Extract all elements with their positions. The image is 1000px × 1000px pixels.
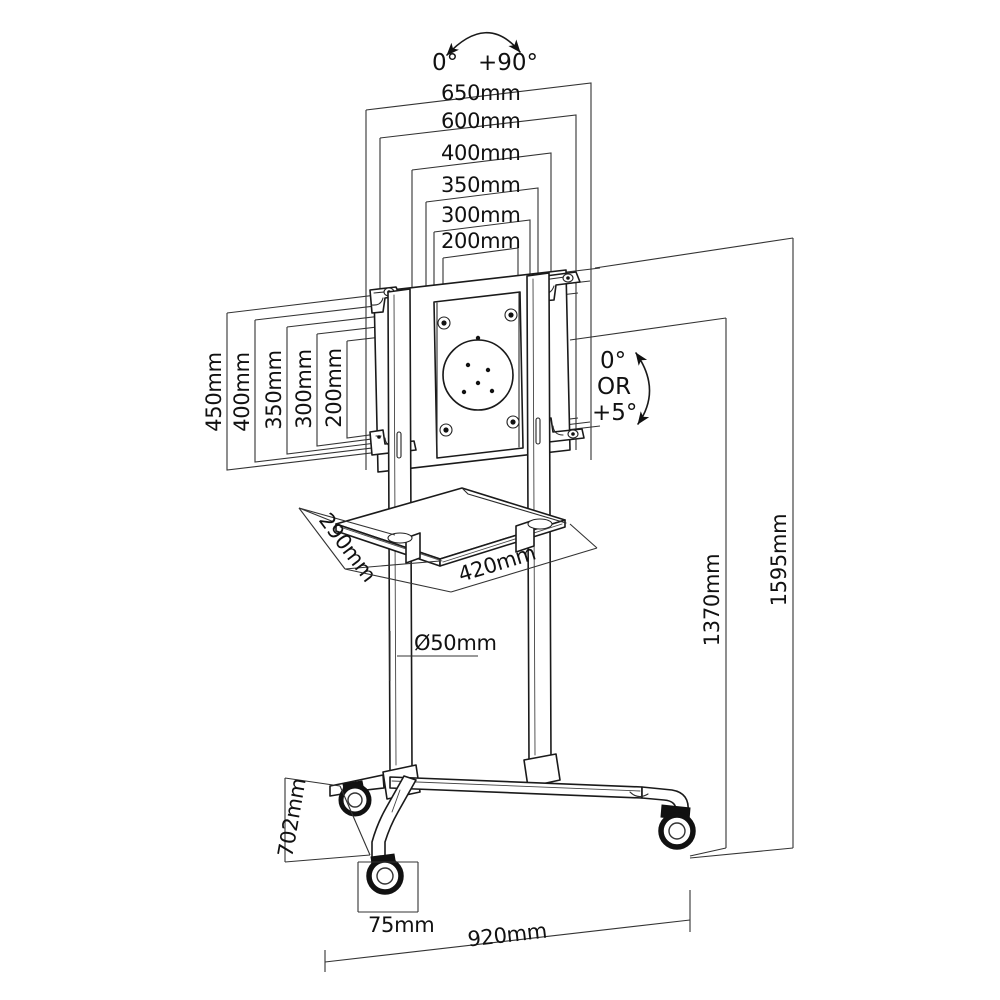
dim-label-height-1370: 1370mm	[700, 554, 724, 647]
vesa-h-label-200: 200mm	[441, 229, 521, 253]
vesa-h-bracket-600	[379, 114, 577, 450]
boss-hole-2	[485, 367, 491, 373]
dim-290-left	[298, 507, 346, 570]
rotation-end-label: +90°	[478, 50, 538, 76]
bracket-br-fillet	[552, 425, 564, 436]
tilt-arc	[635, 352, 651, 425]
dim-702-ext-bottom	[284, 854, 371, 863]
dim-shelf-width	[344, 523, 598, 593]
tilt-label-5: +5°	[592, 400, 637, 426]
caster-cr-detail	[629, 791, 649, 798]
caster-rear-right	[658, 804, 696, 850]
bracket-tr-hole-dot	[566, 276, 570, 280]
plate-boss-tl-hole	[441, 320, 447, 326]
dim-1595-ext-top	[594, 237, 794, 269]
caster-rl-wheel	[338, 783, 372, 817]
shelf-collar-left	[387, 532, 413, 544]
base-hub-right	[523, 753, 561, 788]
vesa-v-label-350: 350mm	[262, 350, 286, 430]
dim-shelf-depth	[298, 507, 441, 570]
dim-base-width	[324, 890, 691, 972]
dim-pole-diameter	[389, 631, 478, 681]
column-right-slot	[535, 417, 541, 445]
dim-420-line	[450, 547, 598, 593]
vesa-h-label-350: 350mm	[441, 173, 521, 197]
tilt-arc-group	[635, 352, 651, 425]
boss-hole-1	[465, 362, 471, 368]
bracket-tl-fillet	[371, 297, 384, 306]
vesa-h-label-300: 300mm	[441, 203, 521, 227]
dim-290-ext1	[298, 507, 335, 523]
vesa-v-label-450: 450mm	[202, 352, 226, 432]
tilt-label-0: 0°	[600, 348, 626, 374]
dim-caster-height	[357, 861, 419, 913]
vesa-v-label-400: 400mm	[230, 352, 254, 432]
base-arm-fl-highlight	[391, 789, 401, 813]
caster-rl-hub	[347, 792, 363, 808]
rotation-start-label: 0°	[432, 50, 458, 76]
vesa-h-label-400: 400mm	[441, 141, 521, 165]
plate-boss-br-hole	[510, 419, 516, 425]
dim-290-ext2	[344, 560, 441, 570]
shelf-clamp-right	[515, 519, 535, 553]
vesa-v-label-300: 300mm	[292, 349, 316, 429]
boss-hole-5	[489, 388, 495, 394]
vesa-h-label-600: 600mm	[441, 109, 521, 133]
vesa-v-label-200: 200mm	[322, 348, 346, 428]
dim-1370-ext-top	[569, 317, 727, 341]
dim-1370-ext-bottom	[689, 847, 727, 857]
caster-rr-wheel	[658, 812, 696, 850]
dim-420-ext-left	[344, 568, 452, 593]
caster-fl-wheel	[366, 857, 404, 895]
caster-rear-left	[338, 780, 372, 817]
boss-hole-3	[475, 380, 481, 386]
shelf-collar-right	[527, 518, 553, 530]
plate-boss-tr-hole	[508, 312, 514, 318]
dim-base-depth	[284, 777, 371, 863]
dim-702-ext-top	[284, 777, 341, 787]
shelf-edge-line2	[442, 523, 563, 563]
vesa-mount-assembly	[369, 269, 585, 473]
base-frame-assembly	[329, 753, 696, 895]
rotation-arc-group	[446, 31, 521, 56]
dim-920-line	[324, 919, 691, 963]
caster-rr-hub	[668, 822, 686, 840]
plate-boss-bl-hole	[443, 427, 449, 433]
rotation-arc	[446, 31, 521, 56]
shelf-edge-line1	[339, 526, 443, 562]
dim-1595-ext-bottom	[689, 847, 794, 859]
base-tube-highlight	[391, 780, 641, 792]
vesa-h-label-650: 650mm	[441, 81, 521, 105]
tilt-label-or: OR	[597, 374, 631, 400]
dim-label-height-1595: 1595mm	[767, 514, 791, 607]
bracket-br-hole-dot	[571, 432, 575, 436]
dim-height-1595	[594, 237, 794, 859]
bracket-bl-hole-dot2	[377, 435, 381, 439]
shelf-assembly	[335, 487, 567, 567]
dim-height-1370	[569, 317, 727, 857]
boss-hole-6	[475, 335, 481, 341]
vesa-h-bracket-650	[365, 82, 592, 460]
dim-420-ext-right	[569, 523, 598, 549]
boss-hole-4	[461, 389, 467, 395]
shelf-rear-lip	[461, 487, 567, 524]
column-left-slot	[396, 431, 402, 459]
dim-702-diag	[339, 785, 371, 856]
dim-label-caster-height: 75mm	[368, 913, 434, 937]
caster-center-right	[629, 791, 649, 798]
caster-fl-hub	[376, 867, 394, 885]
dim-290-line	[298, 507, 396, 536]
dim-label-pole-diameter: Ø50mm	[414, 631, 497, 655]
